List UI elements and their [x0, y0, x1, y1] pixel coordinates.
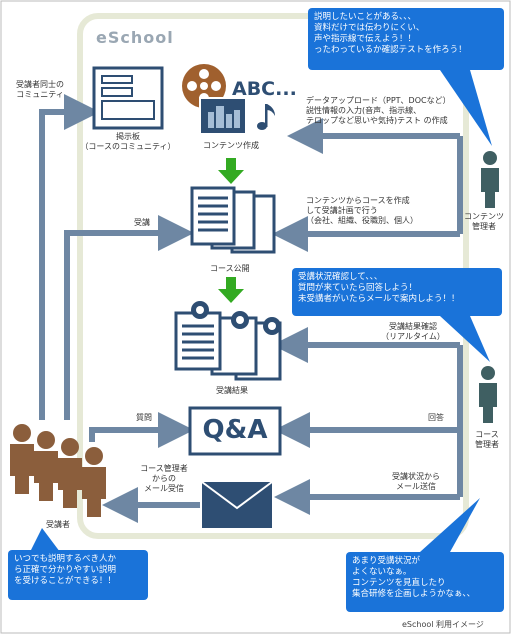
green-arrow-2: [218, 277, 244, 303]
bubble-line: いつでも説明するべき人か: [14, 554, 117, 564]
mail-receive-label: コース管理者 からの メール受信: [122, 464, 206, 494]
bubble-line: あまり受講状況が: [352, 556, 421, 566]
content-manager-line: 管理者: [472, 222, 496, 231]
arrow-enroll: [64, 215, 194, 420]
results-check-line: 受講結果確認: [389, 322, 437, 331]
results-label: 受講結果: [216, 386, 248, 395]
bubble-line: を受けることができる！！: [14, 576, 116, 587]
bubble-line: 集合研修を企画しようかなぁ、、: [352, 589, 476, 600]
bubble-line: ら正確で分かりやすい説明: [14, 565, 117, 576]
content-manager-person-icon: [481, 151, 499, 208]
content-manager-line: コンテンツ: [464, 212, 504, 221]
learners-label: 受講者: [46, 520, 70, 529]
content-manager-label: コンテンツ 管理者: [458, 212, 510, 232]
bubble-line: 資料だけでは伝わりにくい、: [314, 23, 425, 34]
left-arrows: [39, 94, 200, 523]
community-label-line: コミュニティ: [16, 90, 64, 99]
data-upload-line: データアップロード（PPT、DOCなど）: [306, 96, 451, 105]
bulletin-board-icon: [92, 66, 164, 130]
question-label: 質問: [136, 413, 152, 422]
enroll-label: 受講: [134, 218, 150, 227]
bubble-line: コンテンツを見直したり: [352, 578, 446, 589]
community-label: 受講者同士の コミュニティ: [8, 80, 72, 100]
status-mail-line: メール送信: [396, 482, 436, 491]
learners-icon: [10, 424, 106, 517]
bubble-line: ったわっているか確認テストを作ろう！: [314, 45, 467, 56]
mail-receive-line: メール受信: [144, 484, 184, 493]
results-check-line: （リアルタイム）: [381, 332, 445, 341]
badge-icons: [191, 301, 281, 335]
bubble-line: 説明したいことがある、、、: [314, 12, 417, 22]
bubble-review: あまり受講状況が よくないなぁ。 コンテンツを見直したり 集合研修を企画しようか…: [346, 552, 504, 612]
results-check-label: 受講結果確認 （リアルタイム）: [368, 322, 458, 342]
answer-label: 回答: [428, 413, 444, 422]
abc-text: ABC...: [232, 78, 297, 100]
bubble-line: 未受講者がいたらメールで案内しよう！！: [298, 294, 460, 305]
board-label-line: （コースのコミュニティ）: [80, 142, 176, 151]
data-upload-line: テロップなど思いや気持)テスト の作成: [306, 116, 448, 125]
bubble-line: 質問が来ていたら回答しよう！: [298, 283, 418, 294]
course-create-line: （会社、組織、役職別、個人）: [306, 216, 418, 225]
green-arrows: [218, 158, 244, 303]
photo-icon: [199, 97, 247, 135]
course-publish-label: コース公開: [210, 264, 250, 273]
music-note-icon: [257, 104, 275, 130]
bubble-learners: いつでも説明するべき人か ら正確で分かりやすい説明 を受けることができる！！: [8, 550, 148, 600]
envelope-icon: [201, 481, 273, 528]
bubble-pointers: [30, 70, 492, 552]
course-create-line: コンテンツからコースを作成: [306, 196, 410, 205]
right-arrows: [272, 118, 463, 515]
course-manager-line: 管理者: [475, 440, 499, 449]
status-mail-label: 受講状況から メール送信: [376, 472, 456, 492]
board-label-line: 掲示板: [116, 132, 140, 141]
app-title: eSchool: [96, 28, 174, 47]
bubble-line: 声や指示線で伝えよう！！: [314, 34, 417, 45]
qa-label: Q&A: [202, 415, 268, 445]
course-manager-person-icon: [479, 366, 497, 423]
bubble-course-manager: 受講状況確認して、、、 質問が来ていたら回答しよう！ 未受講者がいたらメールで案…: [292, 268, 502, 316]
arrow-community: [39, 94, 100, 420]
data-upload-line: 説性情報の入力(音声、指示線、: [306, 106, 422, 115]
course-manager-label: コース 管理者: [464, 430, 510, 450]
arrow-question: [89, 412, 194, 448]
mail-receive-line: からの: [152, 474, 176, 483]
qa-box: [188, 406, 282, 456]
board-label: 掲示板 （コースのコミュニティ）: [70, 132, 186, 152]
bubble-content-manager: 説明したいことがある、、、 資料だけでは伝わりにくい、 声や指示線で伝えよう！！…: [308, 8, 504, 70]
green-arrow-1: [218, 158, 244, 184]
course-create-label: コンテンツからコースを作成 して受講計画で行う （会社、組織、役職別、個人）: [306, 196, 418, 226]
bubble-line: 受講状況確認して、、、: [298, 272, 383, 282]
bubble-line: よくないなぁ。: [352, 567, 412, 578]
results-documents-icon: [174, 301, 282, 381]
mail-receive-line: コース管理者: [140, 464, 188, 473]
caption: eSchool 利用イメージ: [402, 620, 484, 629]
data-upload-label: データアップロード（PPT、DOCなど） 説性情報の入力(音声、指示線、 テロッ…: [306, 96, 451, 126]
course-manager-line: コース: [475, 430, 499, 439]
status-mail-line: 受講状況から: [392, 472, 440, 481]
community-label-line: 受講者同士の: [16, 80, 64, 89]
course-create-line: して受講計画で行う: [306, 206, 378, 215]
content-create-label: コンテンツ作成: [203, 141, 259, 150]
course-documents-icon: [190, 186, 276, 254]
